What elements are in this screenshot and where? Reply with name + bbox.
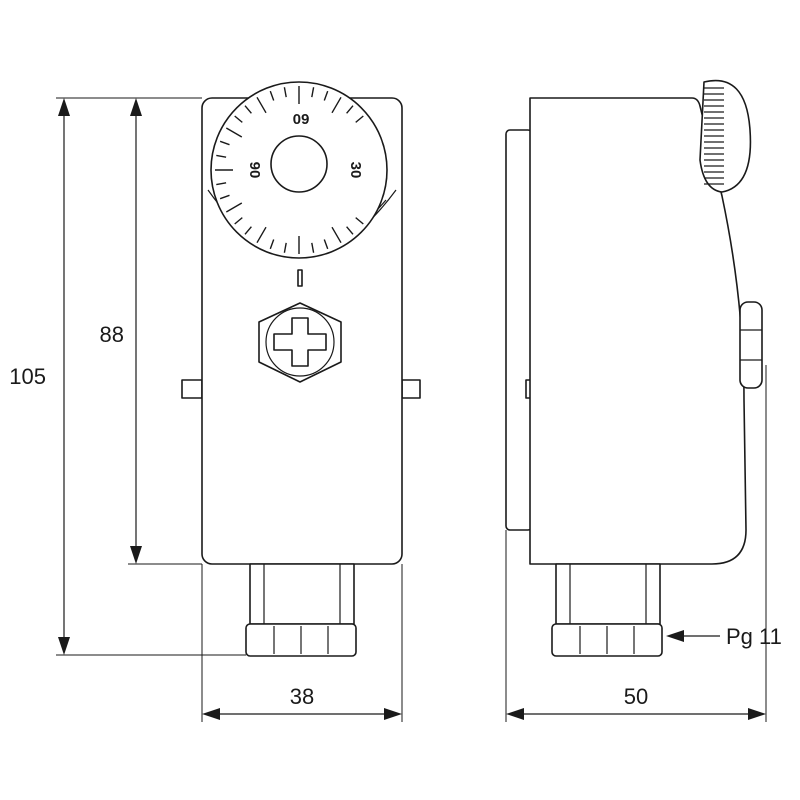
dim-label-38: 38 [290, 684, 314, 709]
dial-pointer-mark [297, 269, 303, 287]
dial-tick [219, 140, 230, 146]
dial-tick [311, 87, 315, 98]
dial-tick [216, 154, 227, 158]
front-right-peg [401, 379, 421, 399]
pg11-arrow [666, 630, 684, 642]
dimension-105: 105 [9, 97, 246, 656]
dial-tick [311, 242, 315, 253]
cross-slot [273, 317, 327, 367]
dial-tick [269, 90, 275, 101]
dial-tick [216, 182, 227, 186]
dial-tick [234, 115, 243, 123]
dial-tick [234, 217, 243, 225]
dim-label-105: 105 [9, 364, 46, 389]
dial-tick [269, 239, 275, 250]
dial-tick [225, 127, 243, 138]
dial-tick [346, 226, 354, 235]
arrow-88-top [130, 98, 142, 116]
dial-tick [323, 90, 329, 101]
arrow-105-top [58, 98, 70, 116]
pg11-callout: Pg 11 [666, 624, 782, 649]
arrow-105-bottom [58, 637, 70, 655]
front-left-peg [181, 379, 203, 399]
arrow-38-right [384, 708, 402, 720]
dial-tick [283, 87, 287, 98]
arrow-38-left [202, 708, 220, 720]
arrow-50-right [748, 708, 766, 720]
dial-tick [355, 115, 364, 123]
dial-tick [283, 242, 287, 253]
dial-ticks [215, 86, 364, 254]
side-knob [699, 79, 752, 193]
dimension-88: 88 [100, 98, 202, 565]
dial-label-right: 30 [347, 162, 364, 179]
dim-label-50: 50 [624, 684, 648, 709]
front-gland-neck [249, 563, 355, 625]
dial-tick [219, 194, 230, 200]
dial-tick [256, 226, 267, 244]
arrow-50-left [506, 708, 524, 720]
pg11-label: Pg 11 [726, 624, 782, 649]
dial-tick [355, 217, 364, 225]
dial-tick [331, 226, 342, 244]
dial-label-top: 60 [293, 110, 310, 127]
dial-tick [323, 239, 329, 250]
adjustment-screw-ring [265, 307, 335, 377]
side-housing [529, 97, 747, 565]
dial-tick [244, 105, 252, 114]
knob-ribs [704, 87, 724, 185]
side-screw-head [739, 301, 763, 389]
dial-tick [346, 105, 354, 114]
dial-label-left: 90 [246, 162, 263, 179]
dial-tick [256, 96, 267, 114]
dial-tick [244, 226, 252, 235]
dial-tick [331, 96, 342, 114]
front-view: 60 90 30 [181, 81, 421, 657]
dial-center-hub [270, 135, 328, 193]
dimension-50: 50 [505, 365, 767, 722]
side-back-plate [505, 129, 533, 531]
side-view [505, 79, 763, 657]
dimension-38: 38 [201, 564, 403, 722]
side-gland-neck [555, 563, 661, 625]
arrow-88-bottom [130, 546, 142, 564]
dial-tick [225, 202, 243, 213]
dim-label-88: 88 [100, 322, 124, 347]
